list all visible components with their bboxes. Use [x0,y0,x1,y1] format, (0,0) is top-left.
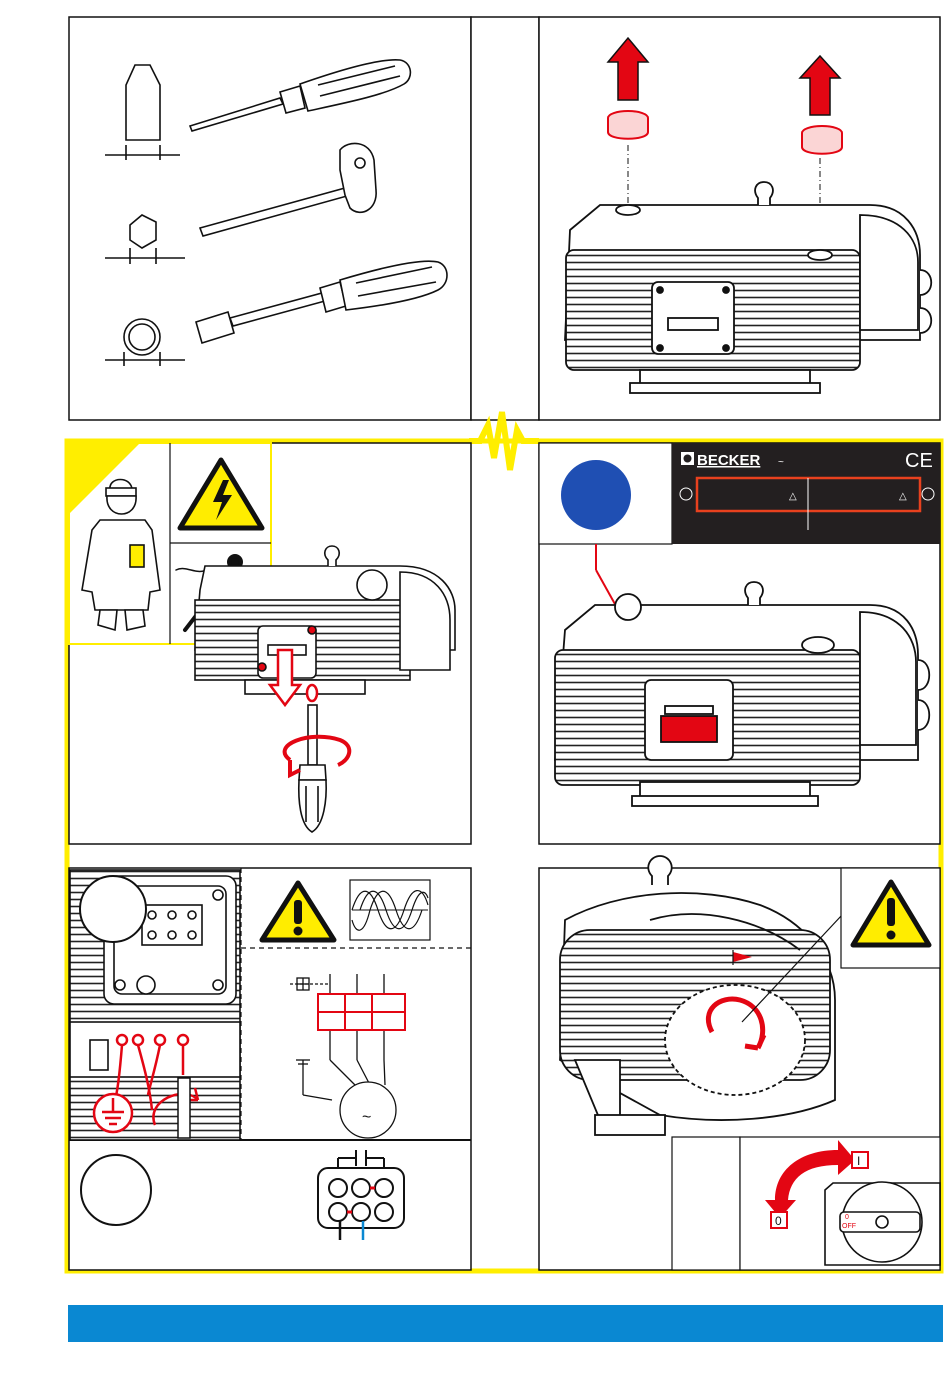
footer-bar [68,1305,943,1342]
ce-mark: CE [905,450,933,472]
ground-symbol-icon [94,1094,132,1132]
knob-off-digit: 0 [845,1214,849,1221]
wiring-panel: ~ [69,868,471,1270]
rotation-check-panel: I 0 0 OFF [539,856,940,1270]
becker-logo-icon [681,452,694,465]
spacer-panel [471,17,539,420]
switch-off-label: 0 [775,1214,782,1228]
three-phase-wave-icon [350,880,430,940]
voltage-mark: △ [899,491,907,502]
step-badge [80,876,146,942]
motor-symbol: ~ [362,1109,371,1126]
nameplate-brand: BECKER [697,452,761,469]
circuit-breakers [318,994,405,1030]
voltage-mark: △ [789,491,797,502]
nameplate-panel: BECKER ~ CE △ △ [539,443,940,844]
remove-caps-panel [539,17,940,420]
main-switch-icon: 0 OFF [825,1182,940,1265]
tools-panel [69,17,471,420]
info-badge [561,460,631,530]
electrical-safety-panel [69,443,471,844]
step-badge [81,1155,151,1225]
knob-off-word: OFF [842,1223,856,1230]
nameplate-tilde: ~ [778,457,784,468]
switch-on-label: I [857,1154,860,1168]
